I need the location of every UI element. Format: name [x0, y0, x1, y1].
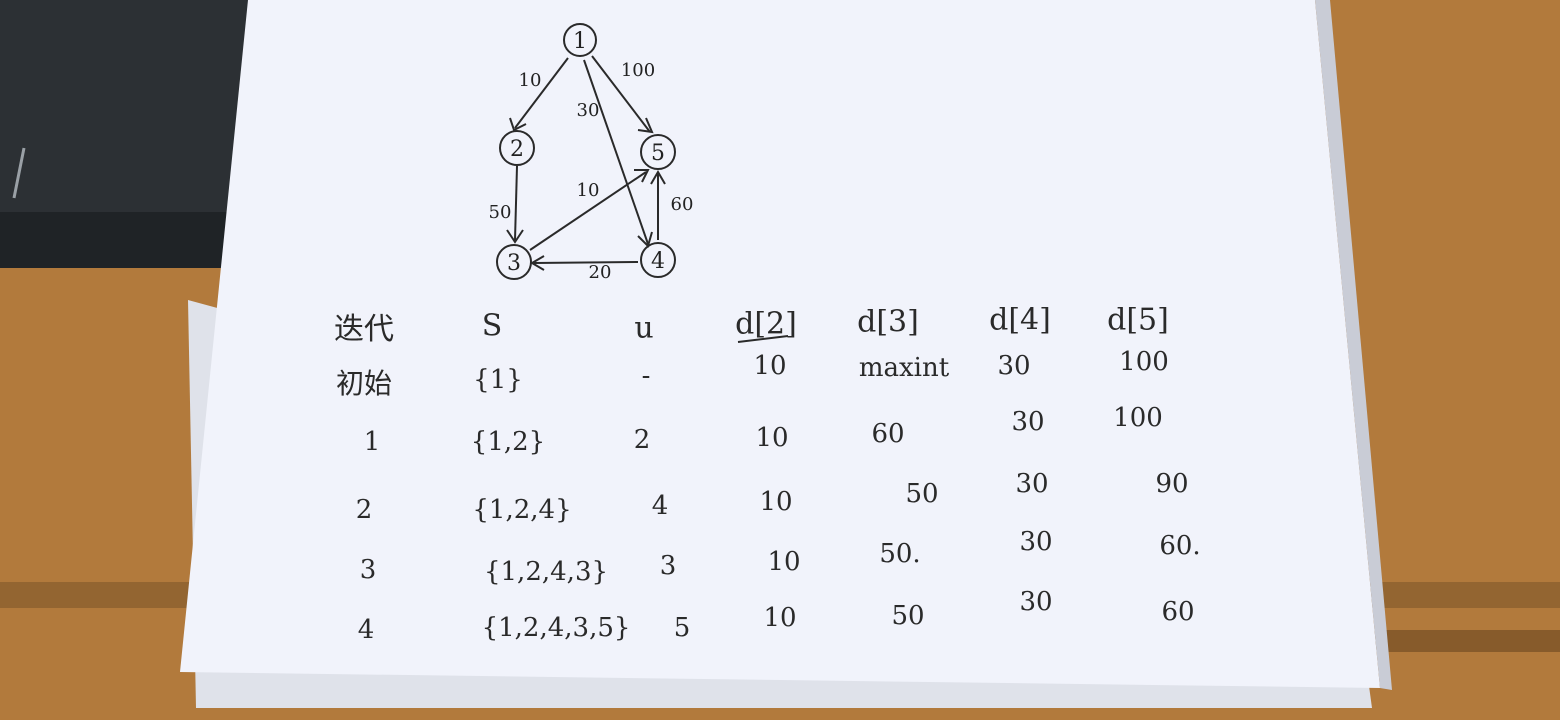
graph-nodes — [496, 23, 676, 280]
edge-1-4 — [583, 59, 649, 245]
row1-d3: 60 — [871, 419, 905, 449]
laptop-glare — [12, 147, 26, 199]
row4-d5: 60 — [1161, 597, 1195, 627]
row1-d4: 30 — [1011, 407, 1045, 437]
row1-u: 2 — [633, 425, 651, 455]
arrowhead-3-from-4 — [530, 255, 545, 271]
row3-d4: 30 — [1019, 527, 1053, 557]
row0-iteration: 初始 — [335, 367, 393, 400]
header-d2: d[2] — [735, 306, 797, 342]
arrowhead-3-from-2 — [506, 229, 524, 244]
arrowhead-5-from-1 — [637, 117, 654, 134]
header-iteration: 迭代 — [334, 312, 394, 347]
node-1 — [563, 23, 597, 57]
weight-2-3: 50 — [489, 202, 512, 223]
row0-d3: maxint — [858, 353, 950, 383]
row1-d5: 100 — [1113, 403, 1163, 433]
row2-d5: 90 — [1155, 469, 1189, 499]
graph-edges — [506, 55, 666, 271]
row4-d3: 50 — [891, 601, 925, 631]
node-4 — [640, 242, 676, 278]
arrowhead-2 — [509, 117, 527, 132]
row3-d3: 50. — [879, 539, 921, 569]
row2-u: 4 — [651, 491, 669, 521]
row0-u: - — [641, 361, 651, 391]
row4-u: 5 — [673, 613, 691, 643]
row2-d3: 50 — [905, 479, 939, 509]
edge-2-3 — [514, 165, 518, 241]
weight-4-3: 20 — [589, 262, 612, 283]
row1-d2: 10 — [755, 423, 789, 453]
arrowhead-5-from-4 — [650, 170, 666, 185]
weight-1-4: 30 — [577, 100, 600, 121]
paper-sheet — [180, 0, 1380, 688]
row3-iteration: 3 — [359, 555, 377, 585]
row3-d5: 60. — [1159, 531, 1201, 561]
node-label-1: 1 — [573, 29, 587, 54]
arrowhead-5-from-3 — [634, 169, 650, 183]
row2-s: {1,2,4} — [472, 495, 572, 525]
row4-s: {1,2,4,3,5} — [481, 613, 631, 643]
node-label-2: 2 — [510, 137, 524, 162]
edge-1-2 — [514, 57, 569, 129]
node-2 — [499, 130, 535, 166]
header-d4: d[4] — [989, 302, 1051, 338]
node-label-4: 4 — [651, 249, 665, 274]
header-u: u — [634, 310, 654, 346]
header-s: S — [481, 308, 503, 344]
weight-4-5: 60 — [671, 194, 694, 215]
edge-weights: 10 100 30 50 10 60 20 — [489, 60, 694, 283]
node-3 — [496, 244, 532, 280]
row1-s: {1,2} — [470, 427, 546, 457]
row4-d4: 30 — [1019, 587, 1053, 617]
node-5 — [640, 134, 676, 170]
row0-d5: 100 — [1119, 347, 1169, 377]
row2-iteration: 2 — [355, 495, 373, 525]
row0-d4: 30 — [997, 351, 1031, 381]
row3-s: {1,2,4,3} — [483, 557, 609, 587]
edge-1-5 — [591, 55, 651, 133]
weight-3-5: 10 — [577, 180, 600, 201]
laptop-edge — [0, 212, 250, 268]
header-d3: d[3] — [857, 304, 919, 340]
weight-1-2: 10 — [519, 70, 542, 91]
d2-header-underline — [737, 335, 789, 343]
graph-node-labels: 1 2 5 3 4 — [507, 29, 665, 276]
paper-shadow-edge — [1315, 0, 1392, 690]
node-label-5: 5 — [651, 141, 665, 166]
edge-3-5 — [529, 171, 647, 251]
node-label-3: 3 — [507, 251, 521, 276]
row4-d2: 10 — [763, 603, 797, 633]
row4-iteration: 4 — [357, 615, 375, 645]
row3-d2: 10 — [767, 547, 801, 577]
row2-d4: 30 — [1015, 469, 1049, 499]
edge-4-3 — [533, 261, 639, 264]
row2-d2: 10 — [759, 487, 793, 517]
row0-d2: 10 — [753, 351, 787, 381]
header-d5: d[5] — [1107, 302, 1169, 338]
row0-s: {1} — [473, 365, 523, 395]
weight-1-5: 100 — [621, 60, 655, 81]
desk-plank-shadow-right — [1370, 630, 1560, 652]
row3-u: 3 — [659, 551, 677, 581]
row1-iteration: 1 — [363, 427, 381, 457]
